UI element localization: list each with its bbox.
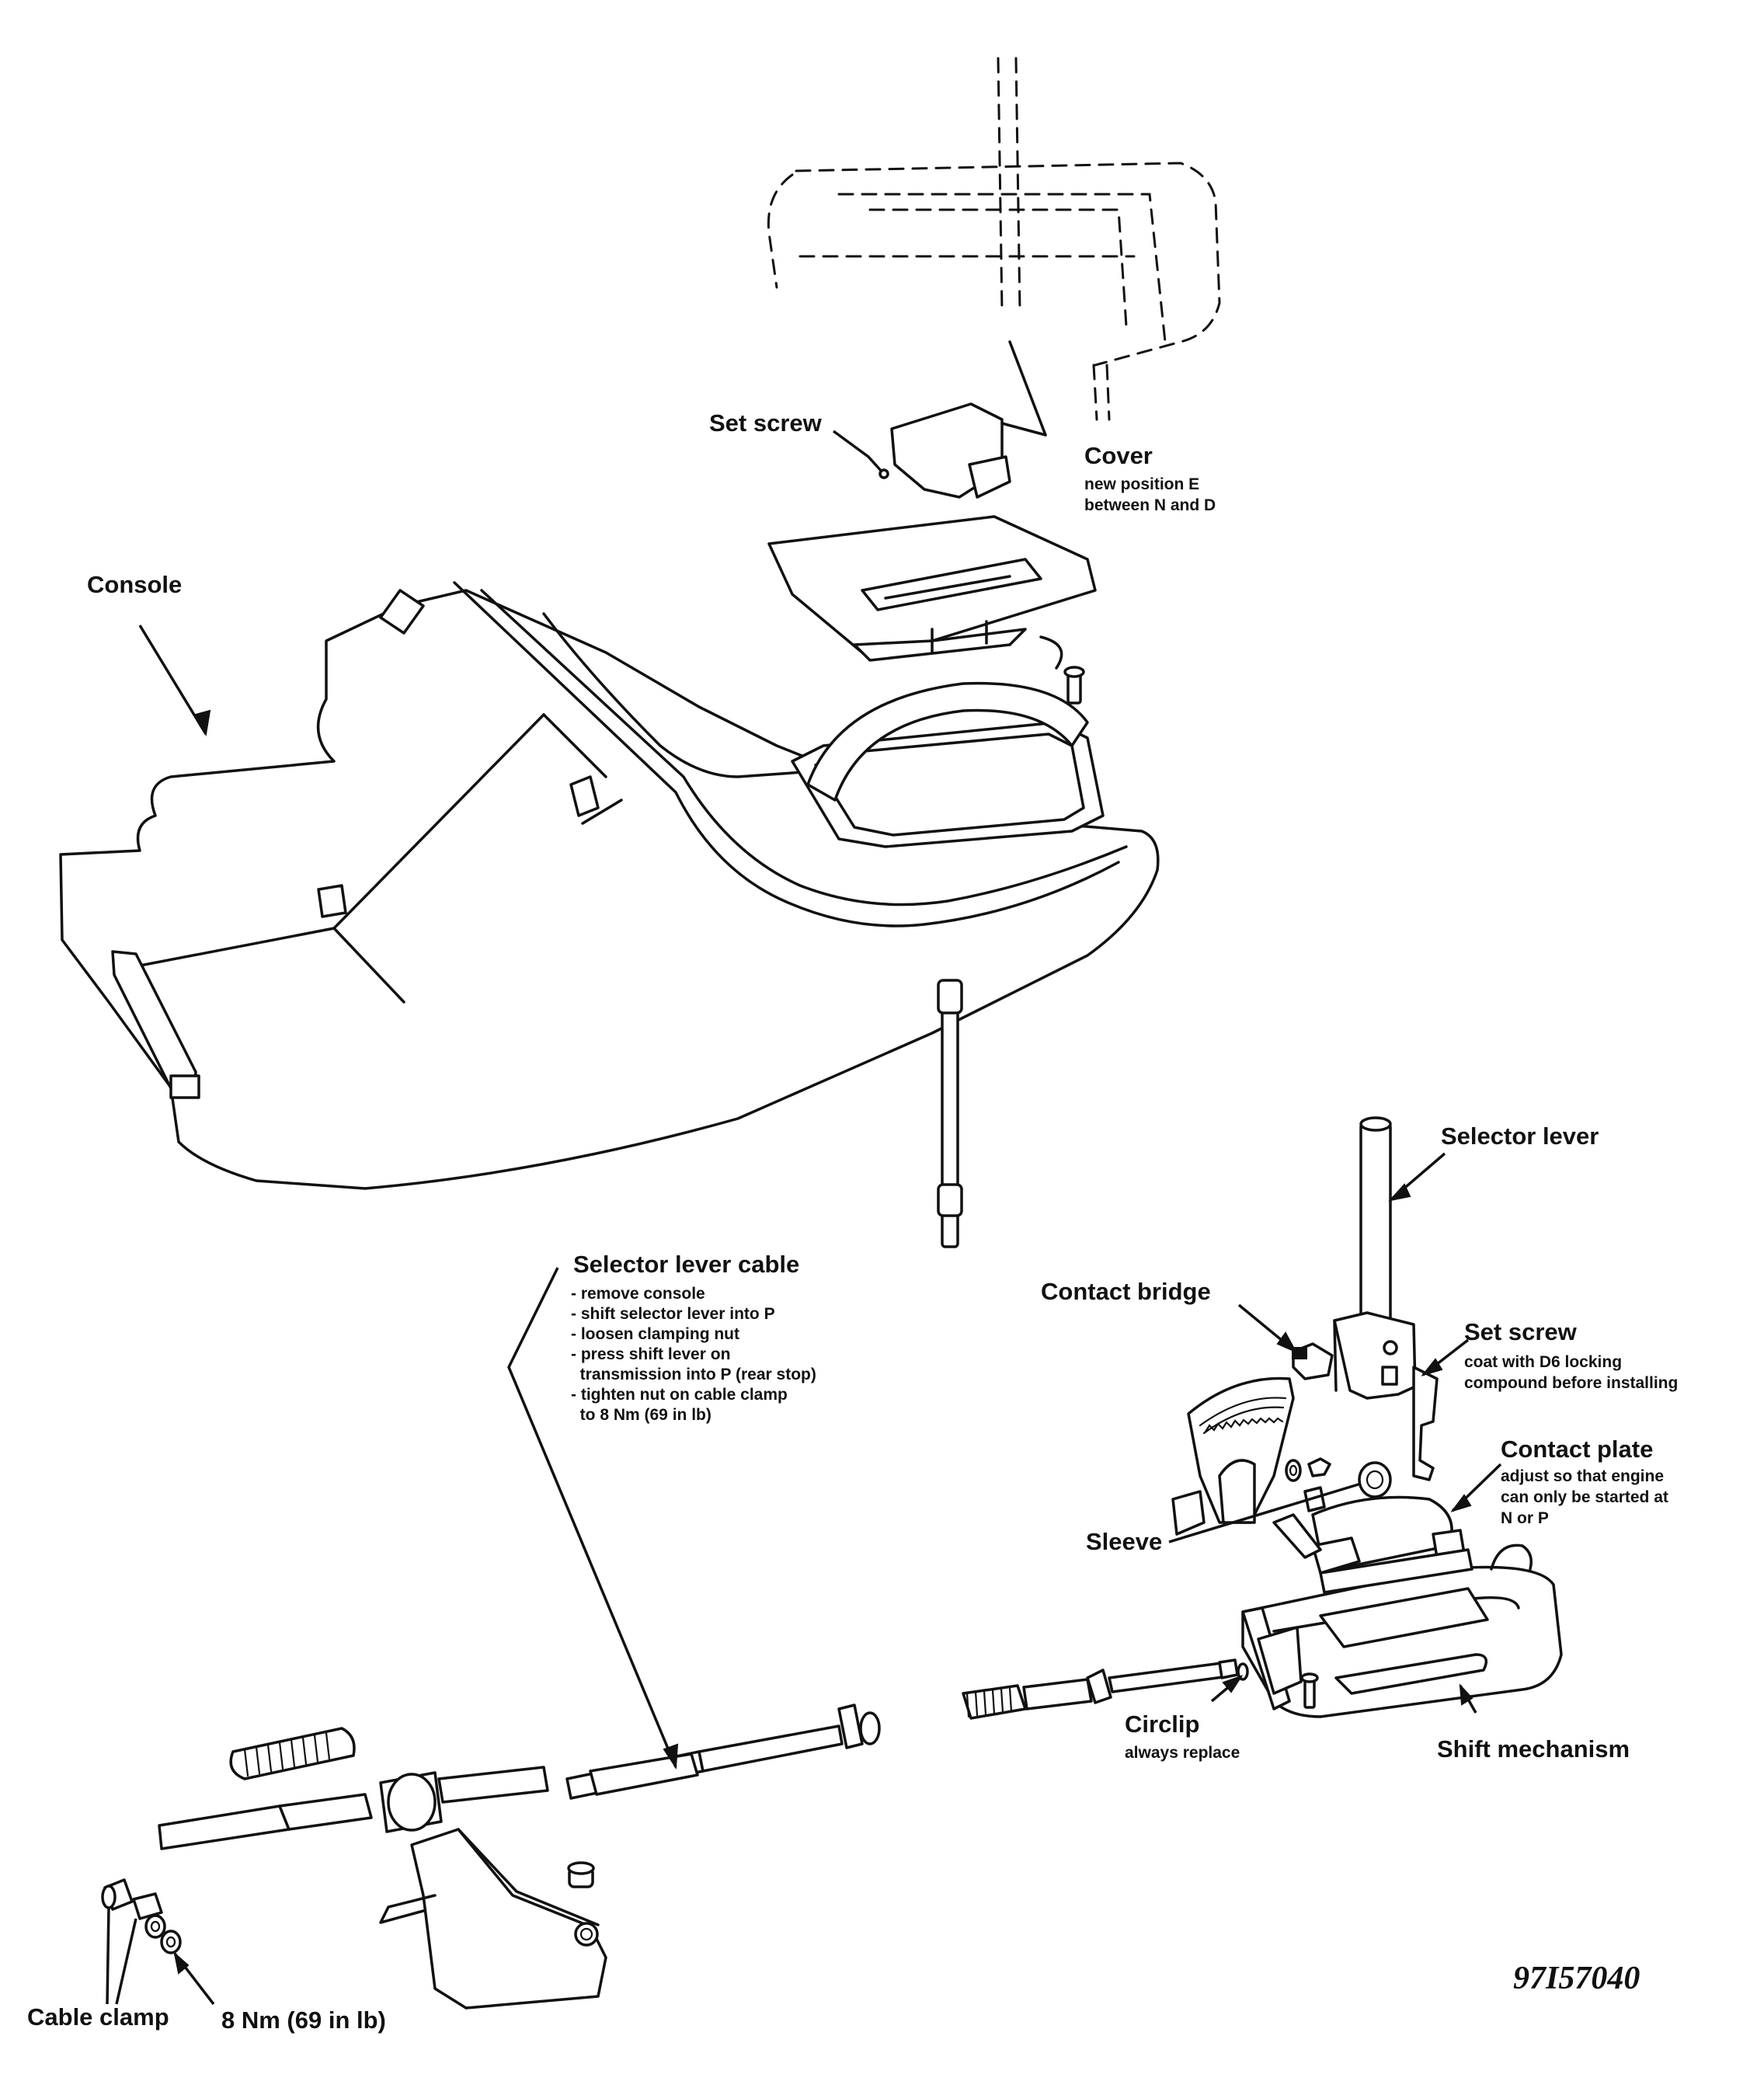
cable-step: - loosen clamping nut xyxy=(571,1325,739,1343)
cable-left-section xyxy=(158,1727,549,1850)
cover-note-line-2: between N and D xyxy=(1084,496,1216,514)
cable-step: - tighten nut on cable clamp xyxy=(571,1386,788,1404)
cable-spring-right xyxy=(966,1686,1013,1718)
set-screw-right-label: Set screw xyxy=(1464,1318,1578,1345)
console-part xyxy=(59,581,1160,1190)
selector-lever-label: Selector lever xyxy=(1441,1122,1599,1150)
cover-note-line-1: new position E xyxy=(1084,475,1199,493)
torque-label: 8 Nm (69 in lb) xyxy=(221,2006,386,2034)
contact-plate-note-line-3: N or P xyxy=(1501,1509,1549,1527)
cable-step: - shift selector lever into P xyxy=(571,1305,775,1323)
contact-plate-part xyxy=(1272,1486,1466,1575)
trim-plate-part xyxy=(767,515,1097,670)
cable-step: - press shift lever on xyxy=(571,1345,730,1363)
segment-plate-part xyxy=(1171,1376,1295,1536)
contact-plate-note-line-2: can only be started at xyxy=(1501,1488,1668,1506)
set-screw-right-note-line-1: coat with D6 locking xyxy=(1464,1353,1622,1371)
cable-clamp-label: Cable clamp xyxy=(27,2003,169,2031)
contact-plate-note-line-1: adjust so that engine xyxy=(1501,1467,1664,1485)
circlip-label: Circlip xyxy=(1125,1710,1199,1738)
cable-spring-left xyxy=(243,1731,331,1777)
cable-step: to 8 Nm (69 in lb) xyxy=(571,1406,712,1424)
cable-step: - remove console xyxy=(571,1285,705,1303)
set-screw-top-label: Set screw xyxy=(709,409,823,437)
selector-lever-cable-label: Selector lever cable xyxy=(573,1251,799,1278)
cover-part xyxy=(890,340,1047,499)
cable-right-section xyxy=(962,1658,1249,1720)
shift-rod-part xyxy=(937,979,963,1248)
circlip-note: always replace xyxy=(1125,1744,1240,1762)
set-screw-right-note-line-2: compound before installing xyxy=(1464,1374,1678,1392)
cover-label: Cover xyxy=(1084,442,1153,469)
contact-plate-label: Contact plate xyxy=(1501,1436,1653,1463)
shift-mechanism-part xyxy=(1241,1543,1563,1718)
detent-teeth xyxy=(1204,1417,1284,1433)
contact-bridge-label: Contact bridge xyxy=(1041,1278,1211,1305)
cable-middle-section xyxy=(565,1703,881,1800)
contact-bridge-part xyxy=(1292,1342,1334,1380)
set-screw-top-part xyxy=(867,455,889,479)
figure-code: 97I57040 xyxy=(1513,1961,1640,1996)
selector-knob-outline xyxy=(767,57,1221,421)
sleeve-part xyxy=(1358,1461,1392,1498)
cable-steps-list: - remove console - shift selector lever … xyxy=(571,1285,816,1424)
cable-step: transmission into P (rear stop) xyxy=(571,1366,816,1383)
sleeve-label: Sleeve xyxy=(1086,1528,1162,1555)
console-label: Console xyxy=(87,571,182,598)
trim-plate-pin xyxy=(1063,666,1085,705)
cable-clamp-parts xyxy=(101,1878,182,1954)
lever-bracket-part xyxy=(1333,1311,1439,1481)
washer-and-screw-part xyxy=(1285,1457,1331,1482)
cable-bracket-part xyxy=(379,1828,607,2010)
shift-mechanism-label: Shift mechanism xyxy=(1437,1735,1630,1763)
